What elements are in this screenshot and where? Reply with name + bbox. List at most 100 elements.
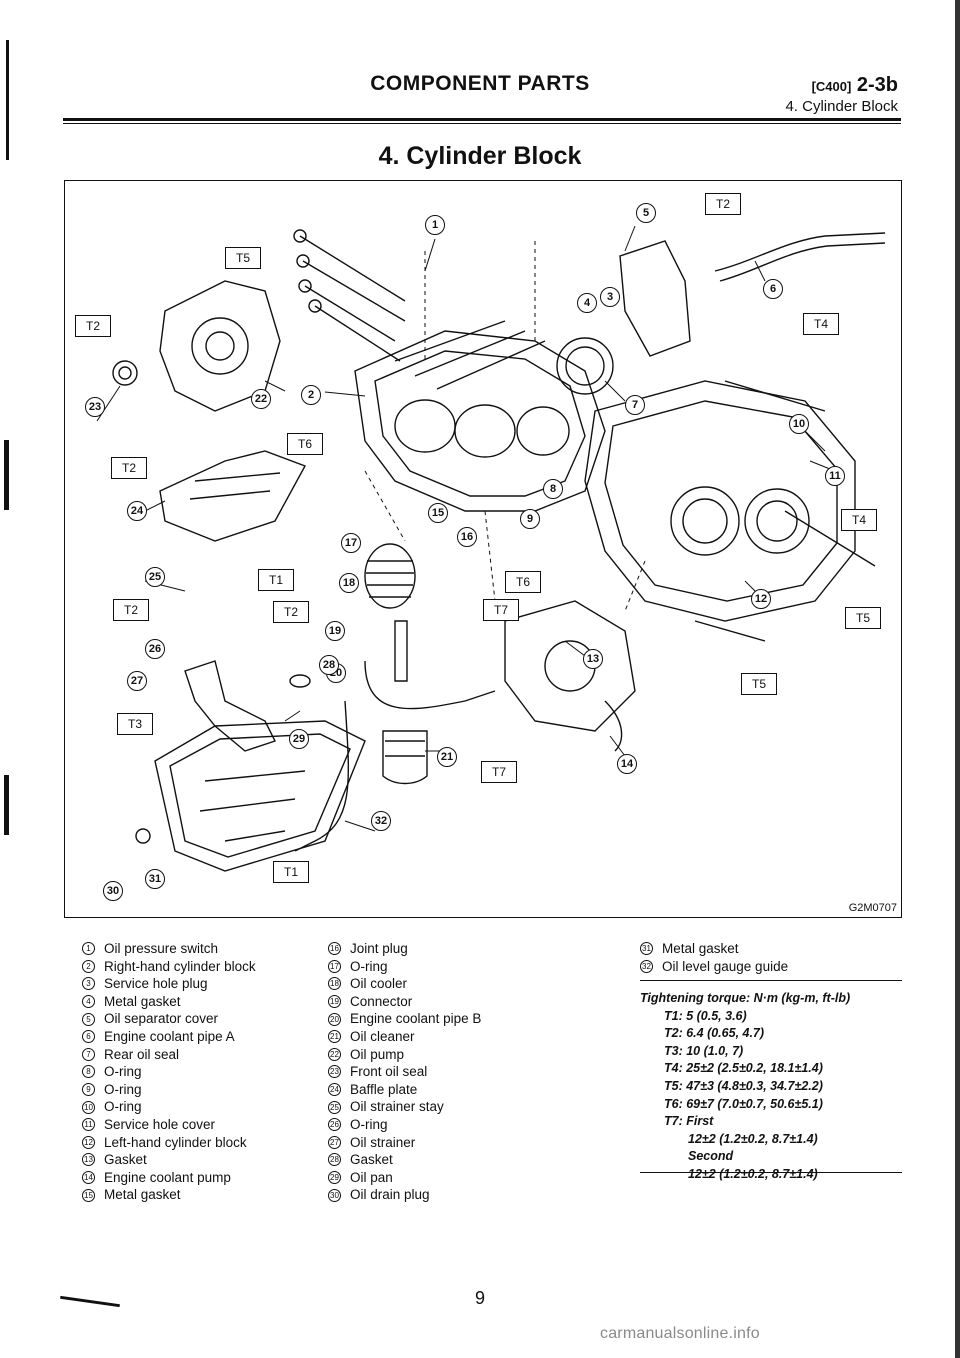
block-ribs [394, 320, 546, 390]
scan-edge [955, 0, 960, 1358]
connector [394, 620, 408, 682]
legend-number: 31 [640, 942, 653, 956]
legend-number: 18 [328, 977, 341, 991]
callout-15: 15 [428, 503, 448, 523]
oil-pan-outline [154, 720, 366, 872]
torque-box-t2: T2 [75, 315, 112, 337]
torque-rule-bottom [640, 1172, 902, 1173]
legend-text: Oil drain plug [350, 1187, 430, 1203]
torque-box-t4: T4 [841, 509, 878, 531]
torque-box-t5: T5 [741, 673, 778, 695]
legend-text: Baffle plate [350, 1081, 418, 1097]
legend-text: Metal gasket [104, 1187, 181, 1203]
torque-row-t1: T1: 5 (0.5, 3.6) [664, 1008, 747, 1023]
legend-number: 9 [82, 1083, 95, 1097]
legend-text: O-ring [104, 1081, 142, 1097]
oil-pan-flange [169, 733, 351, 858]
torque-row-t7: T7: First [664, 1114, 714, 1129]
legend-number: 13 [82, 1153, 95, 1167]
long-bolts-right [694, 380, 876, 642]
oil-pump-hub [205, 331, 235, 361]
torque-box-t2: T2 [111, 457, 148, 479]
torque-row-t6: T6: 69±7 (7.0±0.7, 50.6±5.1) [664, 1096, 823, 1111]
bore-2 [454, 404, 516, 458]
callout-18: 18 [339, 573, 359, 593]
torque-box-t1: T1 [258, 569, 295, 591]
callout-17: 17 [341, 533, 361, 553]
legend-number: 30 [328, 1188, 341, 1202]
legend-item: 5 Oil separator cover [82, 1010, 256, 1028]
legend-text: O-ring [104, 1064, 142, 1080]
front-oil-seal [112, 360, 138, 386]
legend-text: Oil pump [350, 1046, 405, 1062]
section-code: [C400] [811, 79, 852, 94]
page-header-title: COMPONENT PARTS [370, 72, 590, 95]
legend-number: 20 [328, 1012, 341, 1026]
legend-number: 5 [82, 1012, 95, 1026]
bore-1 [394, 399, 456, 453]
rear-oil-seal [556, 337, 614, 395]
callout-5: 5 [636, 203, 656, 223]
legend-text: O-ring [350, 958, 388, 974]
legend-number: 4 [82, 995, 95, 1009]
legend-text: Left-hand cylinder block [104, 1134, 247, 1150]
callout-13: 13 [583, 649, 603, 669]
watermark: carmanualsonline.info [600, 1325, 760, 1342]
legend-text: Oil level gauge guide [662, 958, 789, 974]
legend-number: 19 [328, 995, 341, 1009]
bolt-head [293, 229, 307, 243]
legend-number: 21 [328, 1030, 341, 1044]
section-title: 4. Cylinder Block [378, 142, 582, 170]
lh-bore-1 [670, 486, 740, 556]
torque-row-t7-first: 12±2 (1.2±0.2, 8.7±1.4) [688, 1131, 818, 1146]
legend-item: 8 O-ring [82, 1063, 256, 1081]
scan-mark [4, 775, 9, 835]
legend-number: 1 [82, 942, 95, 956]
legend-item: 12 Left-hand cylinder block [82, 1134, 256, 1152]
callout-16: 16 [457, 527, 477, 547]
lh-bore-2-inner [756, 500, 798, 542]
legend-text: Metal gasket [662, 941, 739, 956]
torque-box-t2: T2 [705, 193, 742, 215]
left-hand-cylinder-block-inner [604, 400, 838, 602]
torque-box-t1: T1 [273, 861, 310, 883]
legend-text: Oil separator cover [104, 1011, 219, 1027]
callout-6: 6 [763, 279, 783, 299]
legend-item: 9 O-ring [82, 1081, 256, 1099]
callout-24: 24 [127, 501, 147, 521]
callout-30: 30 [103, 881, 123, 901]
torque-row-t2: T2: 6.4 (0.65, 4.7) [664, 1026, 765, 1041]
page-header-subtitle: 4. Cylinder Block [785, 98, 898, 115]
legend-text: Service hole cover [104, 1116, 216, 1132]
callout-7: 7 [625, 395, 645, 415]
legend-text: Connector [350, 993, 413, 1009]
legend-text: Service hole plug [104, 976, 208, 992]
legend-text: O-ring [350, 1116, 388, 1132]
legend-text: Metal gasket [104, 993, 181, 1009]
callout-28: 28 [319, 655, 339, 675]
torque-row-t5: T5: 47±3 (4.8±0.3, 34.7±2.2) [664, 1078, 823, 1093]
oil-drain-plug [135, 828, 151, 844]
legend-text: Gasket [104, 1152, 147, 1168]
callout-14: 14 [617, 754, 637, 774]
legend-number: 12 [82, 1135, 95, 1149]
engine-coolant-pipe-a [714, 232, 886, 272]
torque-box-t6: T6 [287, 433, 324, 455]
legend-text: O-ring [104, 1099, 142, 1115]
legend-number: 11 [82, 1118, 95, 1132]
torque-rule-top [640, 980, 902, 981]
legend-number: 8 [82, 1065, 95, 1079]
torque-box-t7: T7 [483, 599, 520, 621]
legend-text: Oil pan [350, 1169, 393, 1185]
